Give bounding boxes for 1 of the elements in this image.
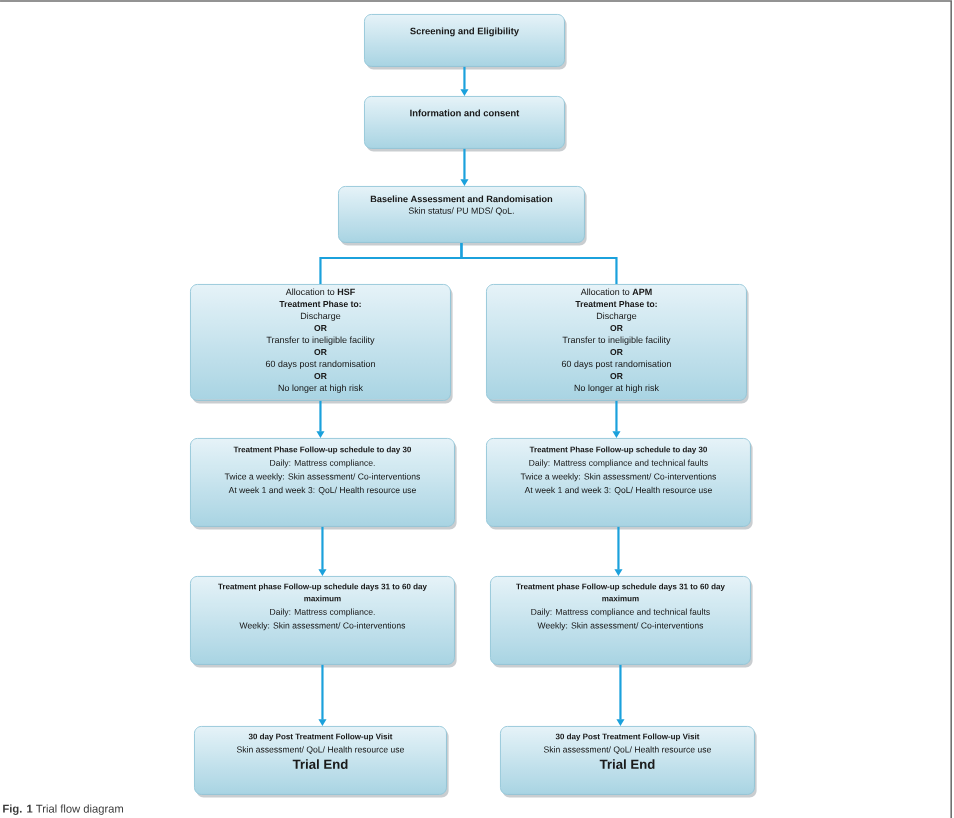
- connector-line: [460, 242, 618, 284]
